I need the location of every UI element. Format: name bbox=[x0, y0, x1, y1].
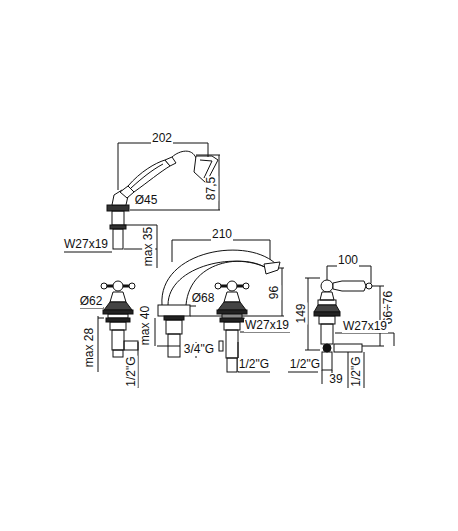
dimension-label: 87,5 bbox=[205, 175, 218, 200]
dimension-label: W27x19 bbox=[63, 238, 109, 251]
dimension-label: W27x19 bbox=[342, 320, 388, 333]
dimension-label: Ø68 bbox=[191, 292, 216, 305]
dimension-label: 202 bbox=[151, 132, 173, 145]
spout bbox=[158, 250, 280, 357]
left-valve bbox=[101, 281, 138, 357]
dimension-lines bbox=[64, 143, 394, 388]
dimension-label: 149 bbox=[295, 302, 308, 324]
dimension-label: max 40 bbox=[139, 304, 152, 345]
dimension-label: 210 bbox=[211, 228, 233, 241]
hand-shower bbox=[107, 151, 218, 249]
dimension-label: Ø62 bbox=[79, 295, 104, 308]
dimension-label: 1/2"G bbox=[125, 355, 138, 387]
dimension-label: 3/4"G bbox=[183, 343, 215, 356]
dimension-label: Ø45 bbox=[134, 194, 159, 207]
dimension-label: max 35 bbox=[142, 225, 155, 266]
dimension-label: 1/2"G bbox=[238, 358, 270, 371]
dimension-label: 39 bbox=[328, 373, 343, 386]
dimension-label: W27x19 bbox=[244, 319, 290, 332]
dimension-label: max 28 bbox=[83, 326, 96, 367]
dimension-label: 100 bbox=[337, 254, 359, 267]
dimension-label: 1/2"G bbox=[350, 355, 363, 387]
dimension-label: 1/2"G bbox=[289, 358, 321, 371]
dimension-label: 96 bbox=[268, 284, 281, 299]
